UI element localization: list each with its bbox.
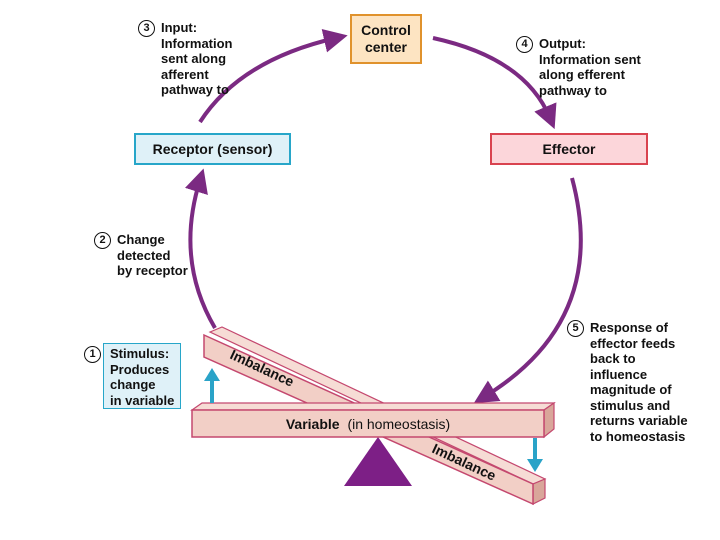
step-5-response: 5 Response of effector feeds back to inf… [567, 320, 717, 450]
arrow-receptor-to-control [198, 28, 348, 124]
step-4-line: pathway to [539, 82, 607, 98]
step-5-line: influence [590, 366, 648, 382]
step-5-line: Response of [590, 320, 669, 335]
step-5-line: effector feeds [590, 335, 676, 351]
step-5-line: stimulus and [590, 397, 671, 413]
stimulus-line: change [110, 377, 156, 392]
effector-box: Effector [490, 133, 648, 165]
step-1-number: 1 [84, 346, 101, 363]
step-2-line: detected [117, 247, 171, 263]
step-4-line: Information sent [539, 51, 641, 67]
step-3-line: pathway to [161, 82, 229, 97]
step-4-line: Output: [539, 36, 586, 51]
step-3-line: Input: [161, 20, 198, 35]
arrow-control-to-effector [432, 36, 557, 130]
effector-label: Effector [542, 140, 596, 157]
receptor-box: Receptor (sensor) [134, 133, 291, 165]
arrow-stimulus-to-receptor [184, 168, 217, 330]
stimulus-line: in variable [110, 392, 175, 408]
step-5-line: to homeostasis [590, 428, 686, 444]
step-3-number: 3 [138, 20, 155, 37]
control-center-box: Control center [350, 14, 422, 64]
step-3-line: afferent [161, 66, 209, 82]
variable-beam [190, 401, 556, 439]
step-4-output: 4 Output: Information sent along efferen… [516, 36, 656, 100]
step-5-line: returns variable [590, 413, 688, 428]
step-2-change: 2 Change detected by receptor [94, 232, 214, 282]
arrow-effector-to-variable [473, 177, 583, 404]
step-3-line: Information [161, 35, 233, 51]
step-2-line: by receptor [117, 263, 188, 278]
control-center-label-line1: Control [361, 22, 411, 38]
step-3-line: sent along [161, 51, 227, 66]
step-2-line: Change [117, 232, 165, 247]
step-5-line: magnitude of [590, 382, 672, 397]
down-arrow-icon [527, 438, 543, 472]
stimulus-line: Stimulus: [110, 346, 170, 361]
variable-label: Variable (in homeostasis) [286, 416, 450, 432]
step-4-number: 4 [516, 36, 533, 53]
step-2-number: 2 [94, 232, 111, 249]
step-5-number: 5 [567, 320, 584, 337]
fulcrum-triangle [344, 437, 412, 486]
step-5-line: back to [590, 351, 636, 366]
up-arrow-icon [204, 368, 220, 403]
stimulus-line: Produces [110, 361, 170, 377]
stimulus-box: Stimulus: Produces change in variable [103, 343, 181, 409]
step-3-input: 3 Input: Information sent along afferent… [138, 20, 258, 100]
control-center-label-line2: center [364, 39, 407, 55]
step-4-line: along efferent [539, 67, 625, 82]
receptor-label: Receptor (sensor) [152, 140, 273, 157]
